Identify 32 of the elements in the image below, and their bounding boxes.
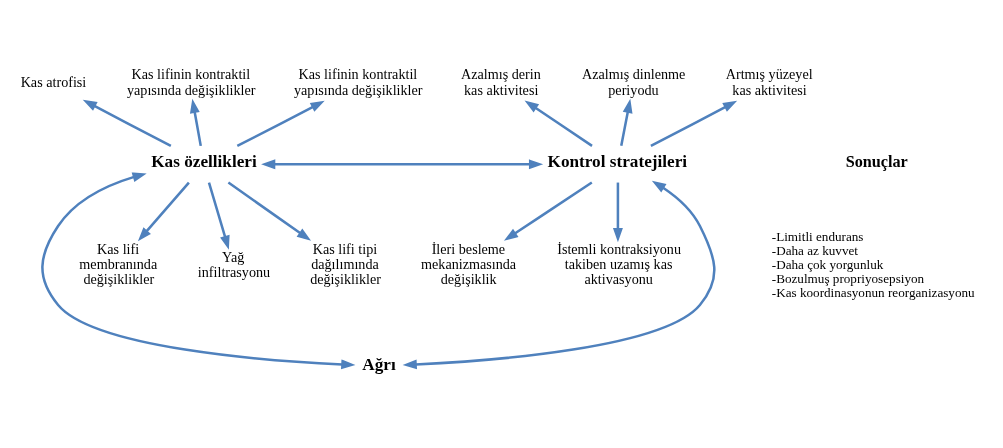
label: -Daha çok yorgunluk [771,256,884,272]
node-text: İleri besleme mekanizmasında değişiklik [421,240,517,287]
arrow [503,181,593,241]
node-text: Kas özellikleri [151,151,257,171]
node-text: Kas lifinin kontraktil yapısında değişiklikler [293,65,423,98]
node-text: Yağ infiltrasyonu [197,248,271,280]
arrow [402,180,716,369]
arrow [236,100,325,147]
node-text: Azalmış derin kas aktivitesi [461,65,541,98]
node-text: Kas atrofisi [20,73,87,90]
node-text: Kas lifi membranında değişiklikler [79,240,158,287]
node-text: Azalmış dinlenme periyodu [581,65,686,98]
node-text: Kas lifinin kontraktil yapısında değişiklikler [126,65,256,98]
arrow [189,98,202,146]
node-text: İstemli kontraksiyonu takiben uzamış kas aktivasyonu [557,240,682,287]
arrow [524,99,593,147]
arrow [261,158,544,169]
arrow [620,98,633,146]
label: -Daha az kuvvet [771,242,858,258]
arrow [207,181,230,250]
arrow [41,171,356,369]
label: Sonuçlar [845,152,908,171]
node-text: Ağrı [362,354,396,374]
node-text: Kontrol stratejileri [547,151,688,171]
node-text: Artmış yüzeyel kas aktivitesi [725,65,813,98]
arrow [227,181,312,241]
node-text: Kas lifi tipi dağılımında değişiklikler [310,240,381,287]
arrow [650,100,738,147]
label: -Limitli endurans [771,228,864,244]
arrow [82,99,172,147]
arrow [137,181,190,241]
arrow [612,182,623,242]
